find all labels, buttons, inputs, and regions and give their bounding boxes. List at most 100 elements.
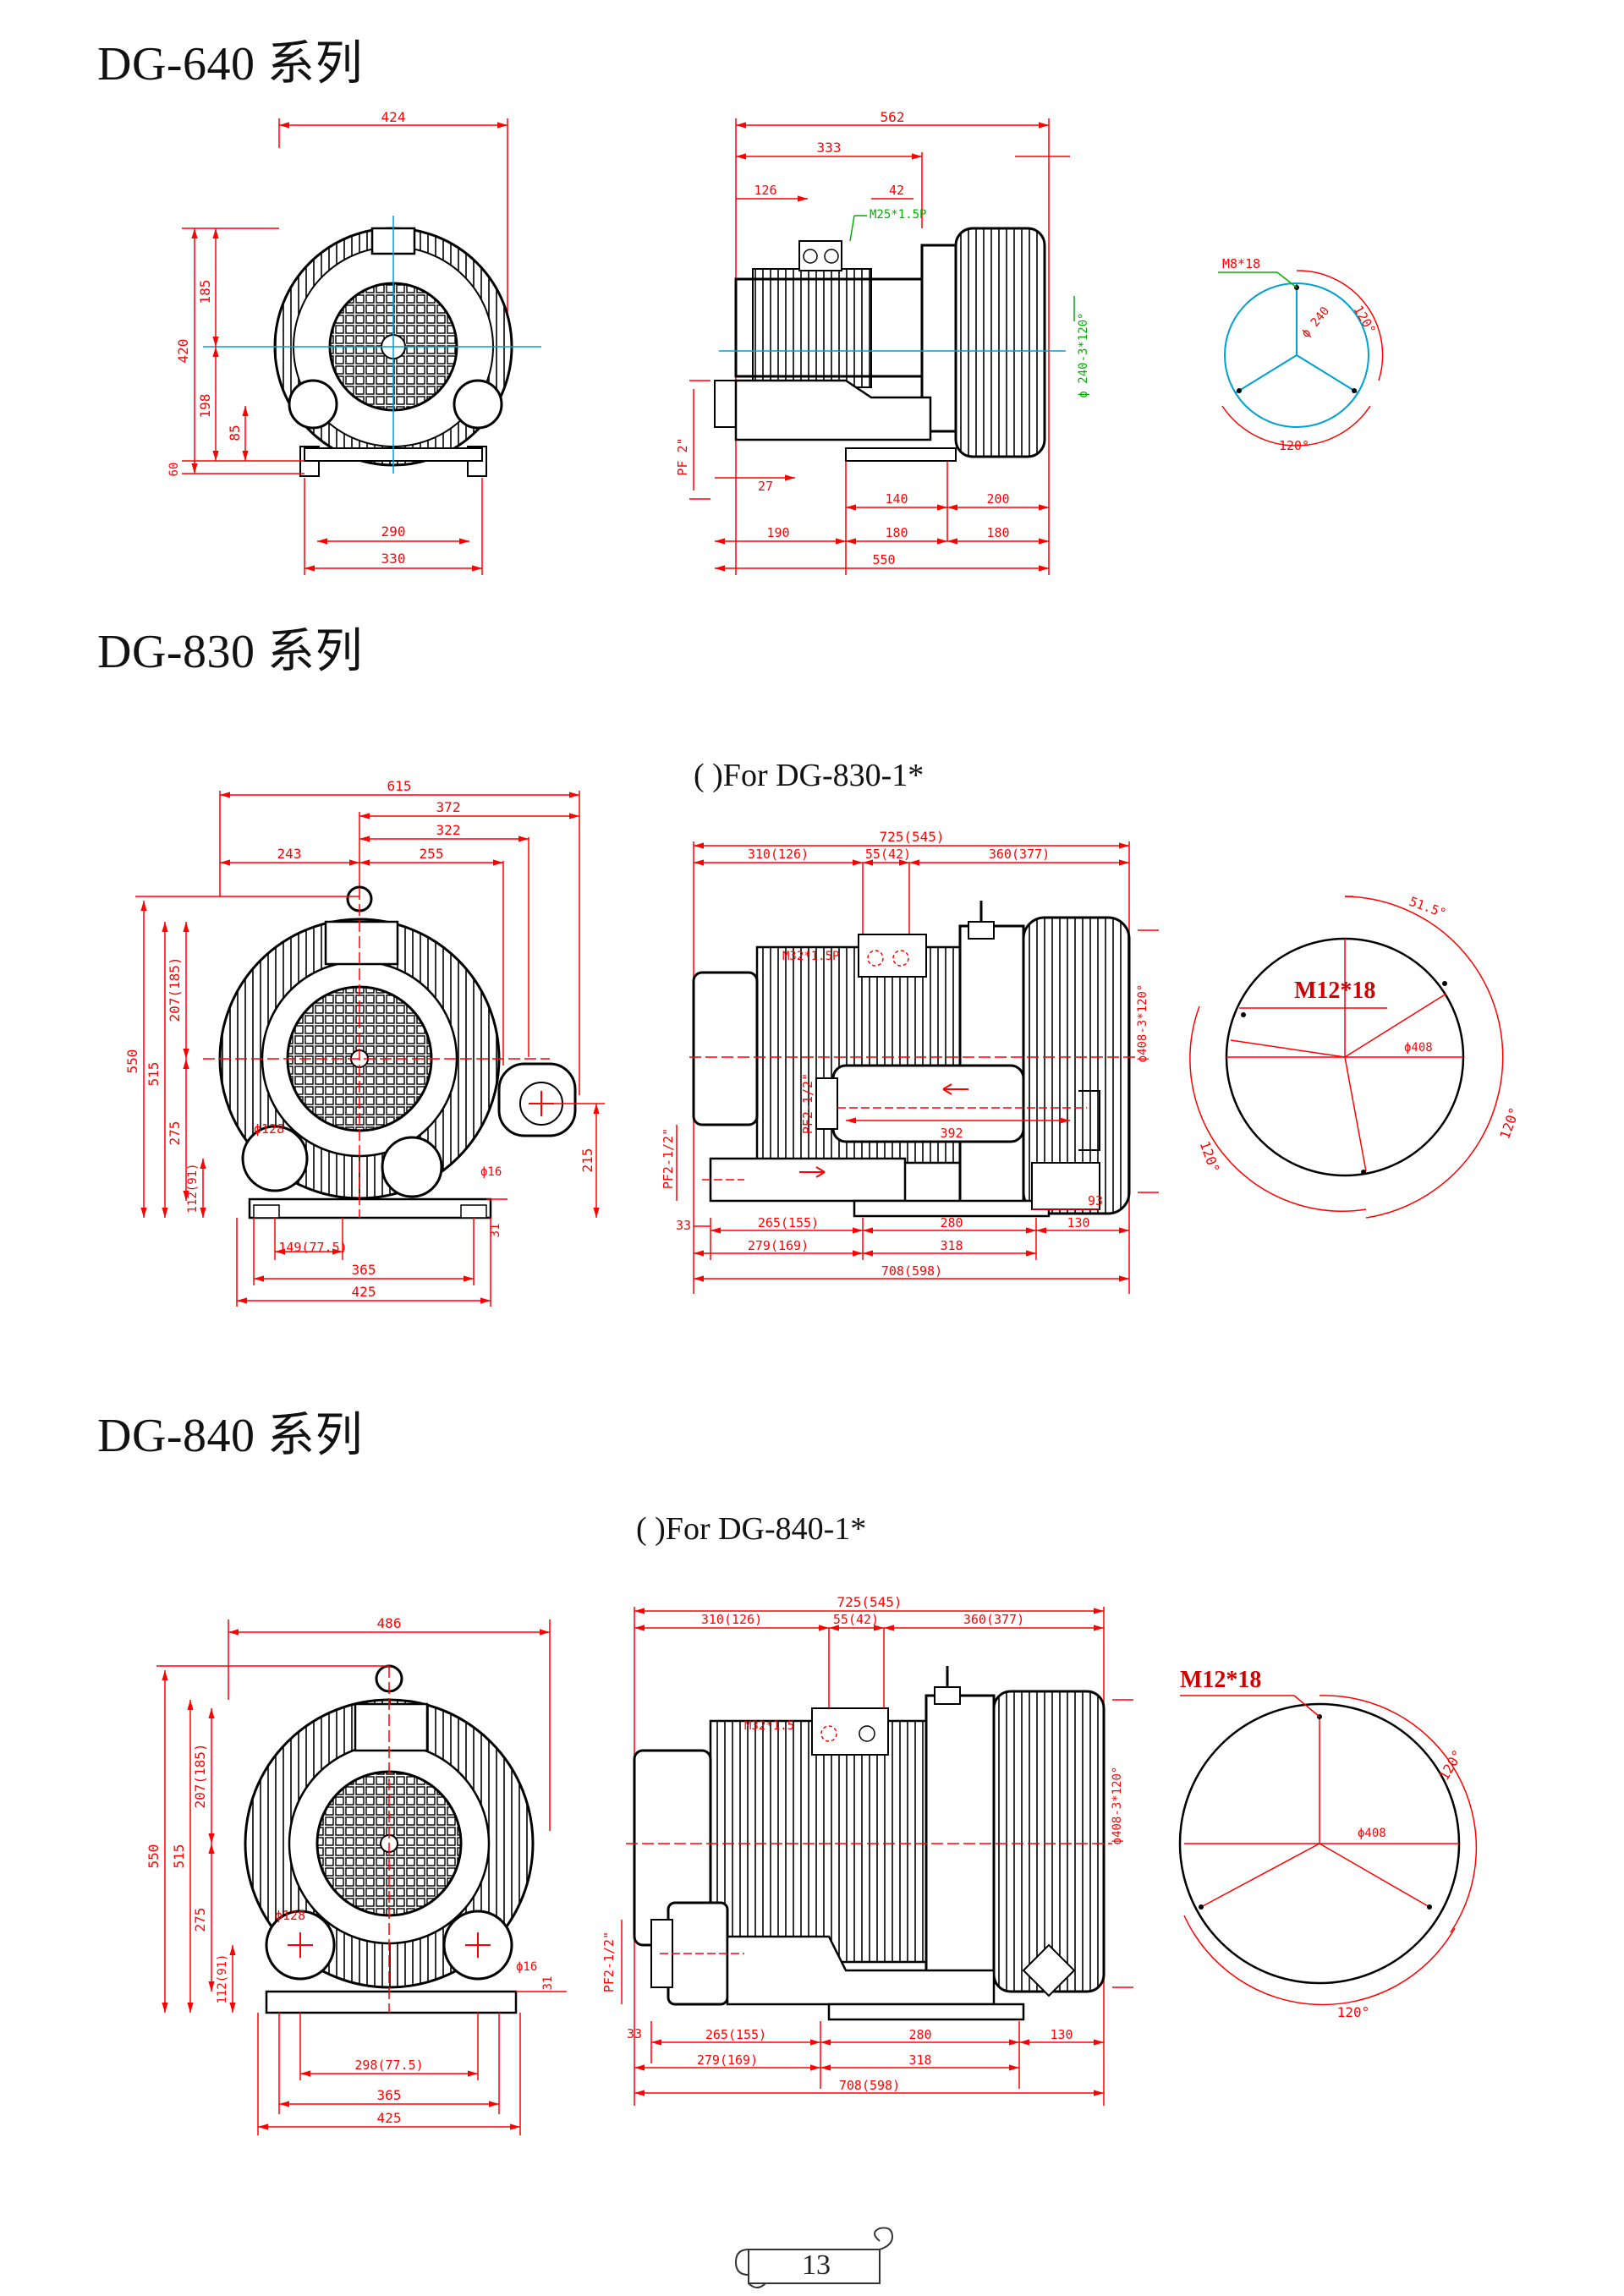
svg-text:120°: 120° [1337, 2004, 1370, 2020]
svg-text:725(545): 725(545) [879, 829, 944, 845]
svg-text:120°: 120° [1197, 1139, 1223, 1175]
svg-text:275: 275 [167, 1121, 183, 1146]
svg-text:60: 60 [167, 463, 181, 477]
svg-text:333: 333 [817, 140, 842, 156]
svg-text:255: 255 [420, 846, 444, 862]
svg-text:365: 365 [352, 1262, 376, 1278]
svg-text:275: 275 [192, 1908, 208, 1932]
svg-text:ϕ128: ϕ128 [275, 1908, 305, 1923]
page-number: 13 [802, 2249, 831, 2281]
svg-text:85: 85 [227, 425, 243, 441]
page-number-scroll [734, 2227, 894, 2288]
svg-text:550: 550 [872, 552, 895, 567]
svg-text:318: 318 [940, 1238, 963, 1253]
svg-text:322: 322 [436, 822, 461, 838]
svg-text:130: 130 [1050, 2027, 1073, 2042]
svg-text:PF2-1/2": PF2-1/2" [661, 1128, 676, 1189]
section-title-dg830: DG-830 系列 [97, 626, 364, 678]
svg-text:140: 140 [885, 491, 908, 507]
svg-text:PF 2": PF 2" [675, 437, 690, 475]
svg-text:550: 550 [124, 1049, 140, 1074]
svg-text:M32*1.5: M32*1.5 [744, 1719, 794, 1733]
svg-text:51.5°: 51.5° [1407, 894, 1449, 921]
note-dg840: ( )For DG-840-1* [636, 1511, 867, 1547]
svg-text:392: 392 [940, 1126, 963, 1141]
svg-text:120°: 120° [1496, 1105, 1522, 1142]
dg830-side-view: 725(545) 310(126) 55(42) 360(377) M32*1.… [661, 829, 1159, 1294]
svg-text:280: 280 [908, 2027, 931, 2042]
svg-text:207(185): 207(185) [192, 1743, 208, 1808]
dg640-side-view: 562 333 126 42 M25*1.5P PF 2" 27 140 [675, 109, 1090, 575]
svg-text:550: 550 [145, 1844, 162, 1869]
svg-text:93: 93 [1088, 1193, 1103, 1208]
svg-text:180: 180 [885, 525, 908, 540]
svg-text:360(377): 360(377) [989, 847, 1050, 862]
svg-text:M32*1.5P: M32*1.5P [782, 950, 839, 963]
dg830-flange-view: 51.5° M12*18 ϕ408 120° 120° [1189, 894, 1522, 1219]
svg-text:185: 185 [197, 280, 213, 304]
svg-text:420: 420 [175, 339, 191, 364]
svg-text:ϕ16: ϕ16 [480, 1165, 502, 1179]
svg-text:725(545): 725(545) [837, 1594, 902, 1610]
svg-text:330: 330 [381, 551, 406, 567]
svg-text:M12*18: M12*18 [1180, 1667, 1261, 1693]
svg-text:120°: 120° [1279, 438, 1309, 453]
svg-text:ϕ128: ϕ128 [254, 1121, 284, 1137]
note-dg830: ( )For DG-830-1* [694, 758, 924, 793]
section-title-dg840: DG-840 系列 [97, 1410, 364, 1462]
dg640-front-view: 424 420 185 198 85 60 290 330 [167, 109, 541, 575]
svg-text:ϕ408-3*120°: ϕ408-3*120° [1111, 1767, 1124, 1845]
svg-text:ϕ 240-3*120°: ϕ 240-3*120° [1077, 312, 1090, 397]
svg-text:280: 280 [940, 1215, 963, 1230]
svg-text:42: 42 [889, 183, 904, 198]
svg-text:360(377): 360(377) [963, 1612, 1024, 1627]
svg-text:130: 130 [1067, 1215, 1089, 1230]
svg-text:PF2-1/2": PF2-1/2" [601, 1932, 617, 1992]
svg-text:515: 515 [171, 1844, 187, 1869]
dim-label: 424 [381, 109, 406, 125]
dg840-flange-view: M12*18 120° ϕ408 120° [1178, 1667, 1478, 2020]
svg-text:279(169): 279(169) [748, 1238, 809, 1253]
svg-text:33: 33 [627, 2026, 642, 2041]
dg840-front-view: 486 550 515 207(185) 275 112(91) ϕ128 ϕ1… [145, 1615, 567, 2135]
svg-text:615: 615 [387, 778, 412, 794]
svg-text:ϕ16: ϕ16 [516, 1960, 537, 1974]
svg-text:708(598): 708(598) [881, 1263, 942, 1279]
svg-text:31: 31 [541, 1976, 555, 1991]
svg-text:243: 243 [277, 846, 302, 862]
svg-text:149(77.5): 149(77.5) [278, 1240, 347, 1255]
svg-text:318: 318 [908, 2052, 931, 2068]
section-title-dg640: DG-640 系列 [97, 38, 364, 90]
svg-text:200: 200 [986, 491, 1009, 507]
svg-text:486: 486 [377, 1615, 402, 1631]
svg-text:55(42): 55(42) [865, 847, 911, 862]
svg-text:112(91): 112(91) [216, 1954, 229, 2003]
svg-text:27: 27 [758, 479, 773, 494]
svg-text:425: 425 [377, 2110, 402, 2126]
svg-text:265(155): 265(155) [758, 1215, 819, 1230]
svg-text:120°: 120° [1435, 1747, 1466, 1784]
dg640-flange-view: M8*18 120° ϕ 240 120° [1218, 256, 1384, 453]
svg-text:33: 33 [676, 1218, 691, 1233]
svg-text:M8*18: M8*18 [1222, 256, 1260, 271]
svg-text:180: 180 [986, 525, 1009, 540]
svg-text:198: 198 [197, 394, 213, 419]
svg-text:290: 290 [381, 523, 406, 540]
svg-text:ϕ 240: ϕ 240 [1299, 304, 1332, 341]
dg830-front-view: 615 372 322 243 255 550 515 20 [124, 778, 605, 1307]
svg-text:708(598): 708(598) [839, 2078, 900, 2093]
svg-text:215: 215 [579, 1148, 595, 1173]
svg-text:515: 515 [145, 1062, 162, 1087]
svg-text:310(126): 310(126) [701, 1612, 762, 1627]
svg-text:365: 365 [377, 2087, 402, 2103]
svg-text:M12*18: M12*18 [1294, 978, 1375, 1004]
svg-text:112(91): 112(91) [186, 1163, 200, 1213]
svg-text:425: 425 [352, 1284, 376, 1300]
svg-text:207(185): 207(185) [167, 956, 183, 1022]
dg840-side-view: 725(545) 310(126) 55(42) 360(377) M32*1.… [601, 1594, 1133, 2106]
svg-text:ϕ408: ϕ408 [1404, 1041, 1433, 1055]
svg-text:310(126): 310(126) [748, 847, 809, 862]
svg-text:ϕ408-3*120°: ϕ408-3*120° [1136, 984, 1149, 1063]
svg-text:31: 31 [489, 1224, 502, 1238]
